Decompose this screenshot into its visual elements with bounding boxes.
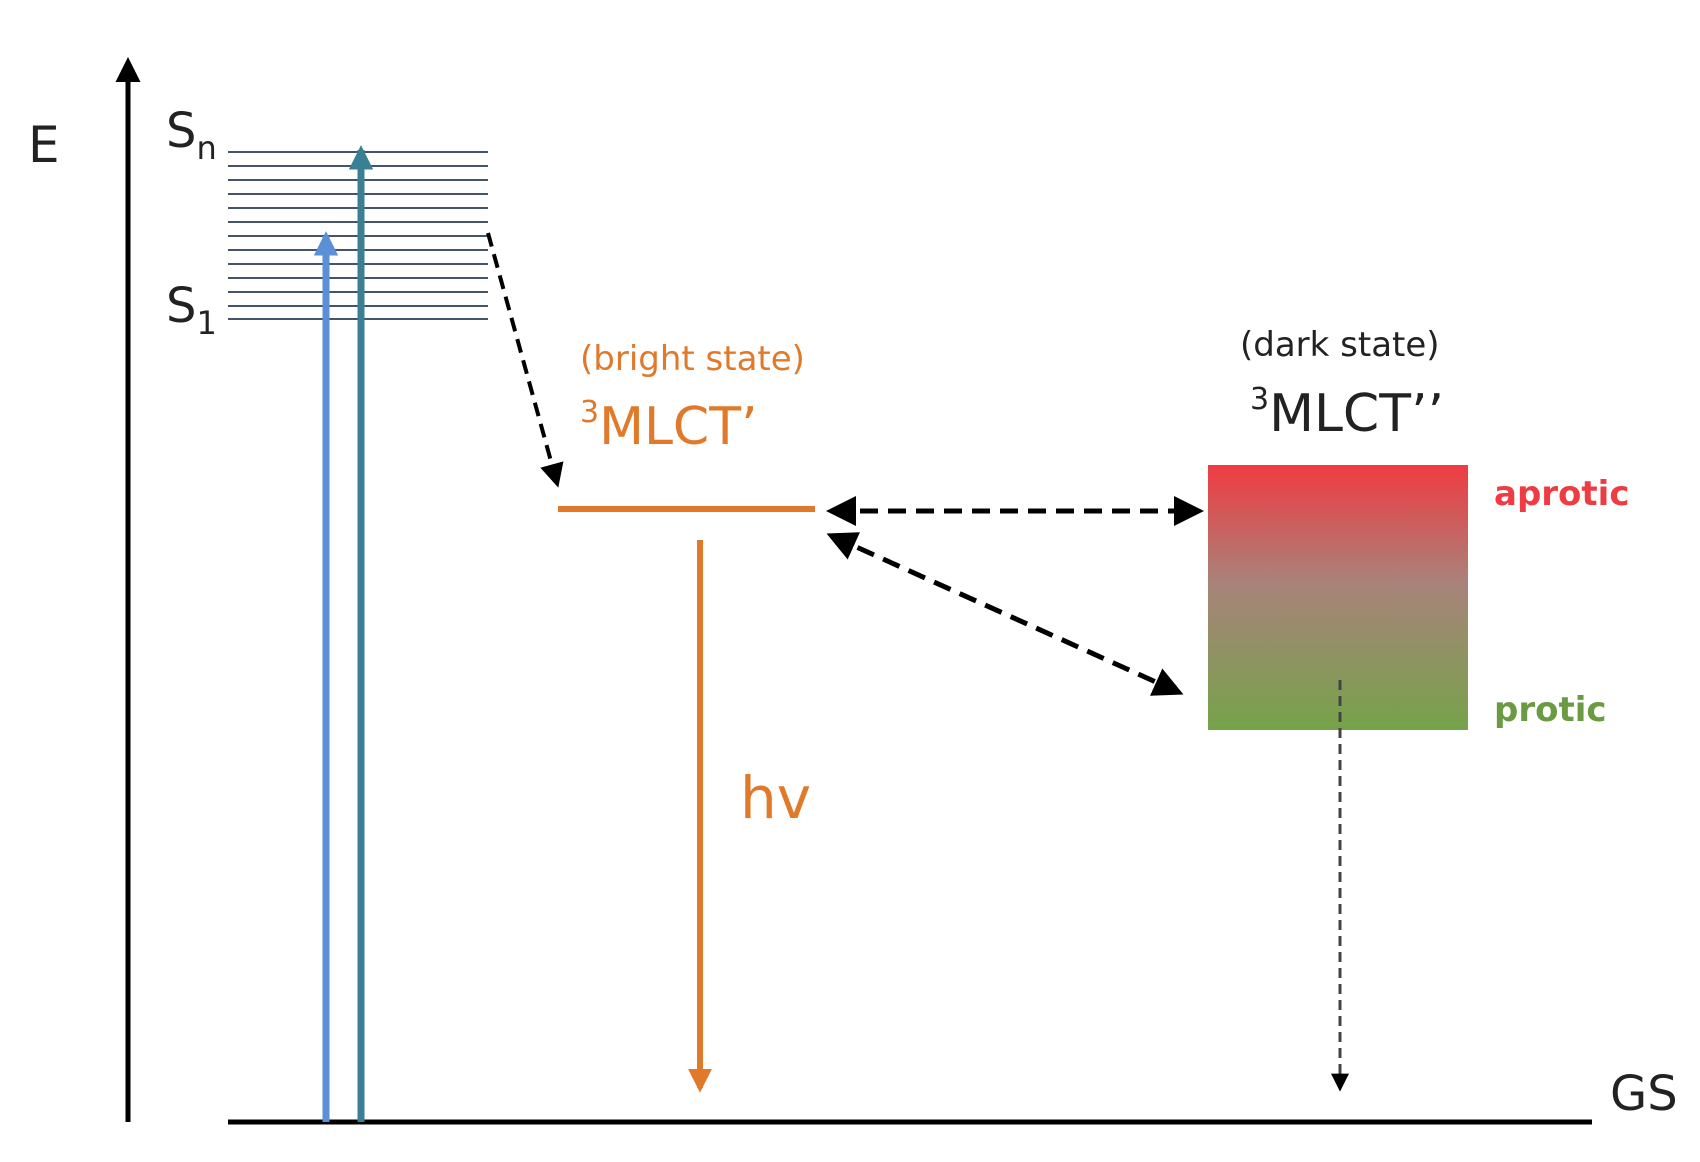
isc-dashed-arrow bbox=[486, 232, 564, 488]
emission-label: hv bbox=[740, 764, 811, 832]
dark-state-box bbox=[1208, 465, 1468, 730]
sn-label: Sn bbox=[166, 103, 217, 167]
protic-equilibrium-arrow bbox=[826, 532, 1184, 696]
bright-state-caption: (bright state) bbox=[580, 339, 805, 379]
energy-axis-label: E bbox=[28, 116, 60, 174]
s1-label: S1 bbox=[166, 278, 217, 342]
ground-state-label: GS bbox=[1610, 1066, 1678, 1122]
aprotic-label: aprotic bbox=[1494, 474, 1629, 514]
protic-label: protic bbox=[1494, 690, 1607, 730]
dark-state-caption: (dark state) bbox=[1240, 325, 1440, 365]
bright-state-label: 3MLCT’ bbox=[580, 395, 758, 457]
dark-state-label: 3MLCT’’ bbox=[1250, 382, 1444, 444]
